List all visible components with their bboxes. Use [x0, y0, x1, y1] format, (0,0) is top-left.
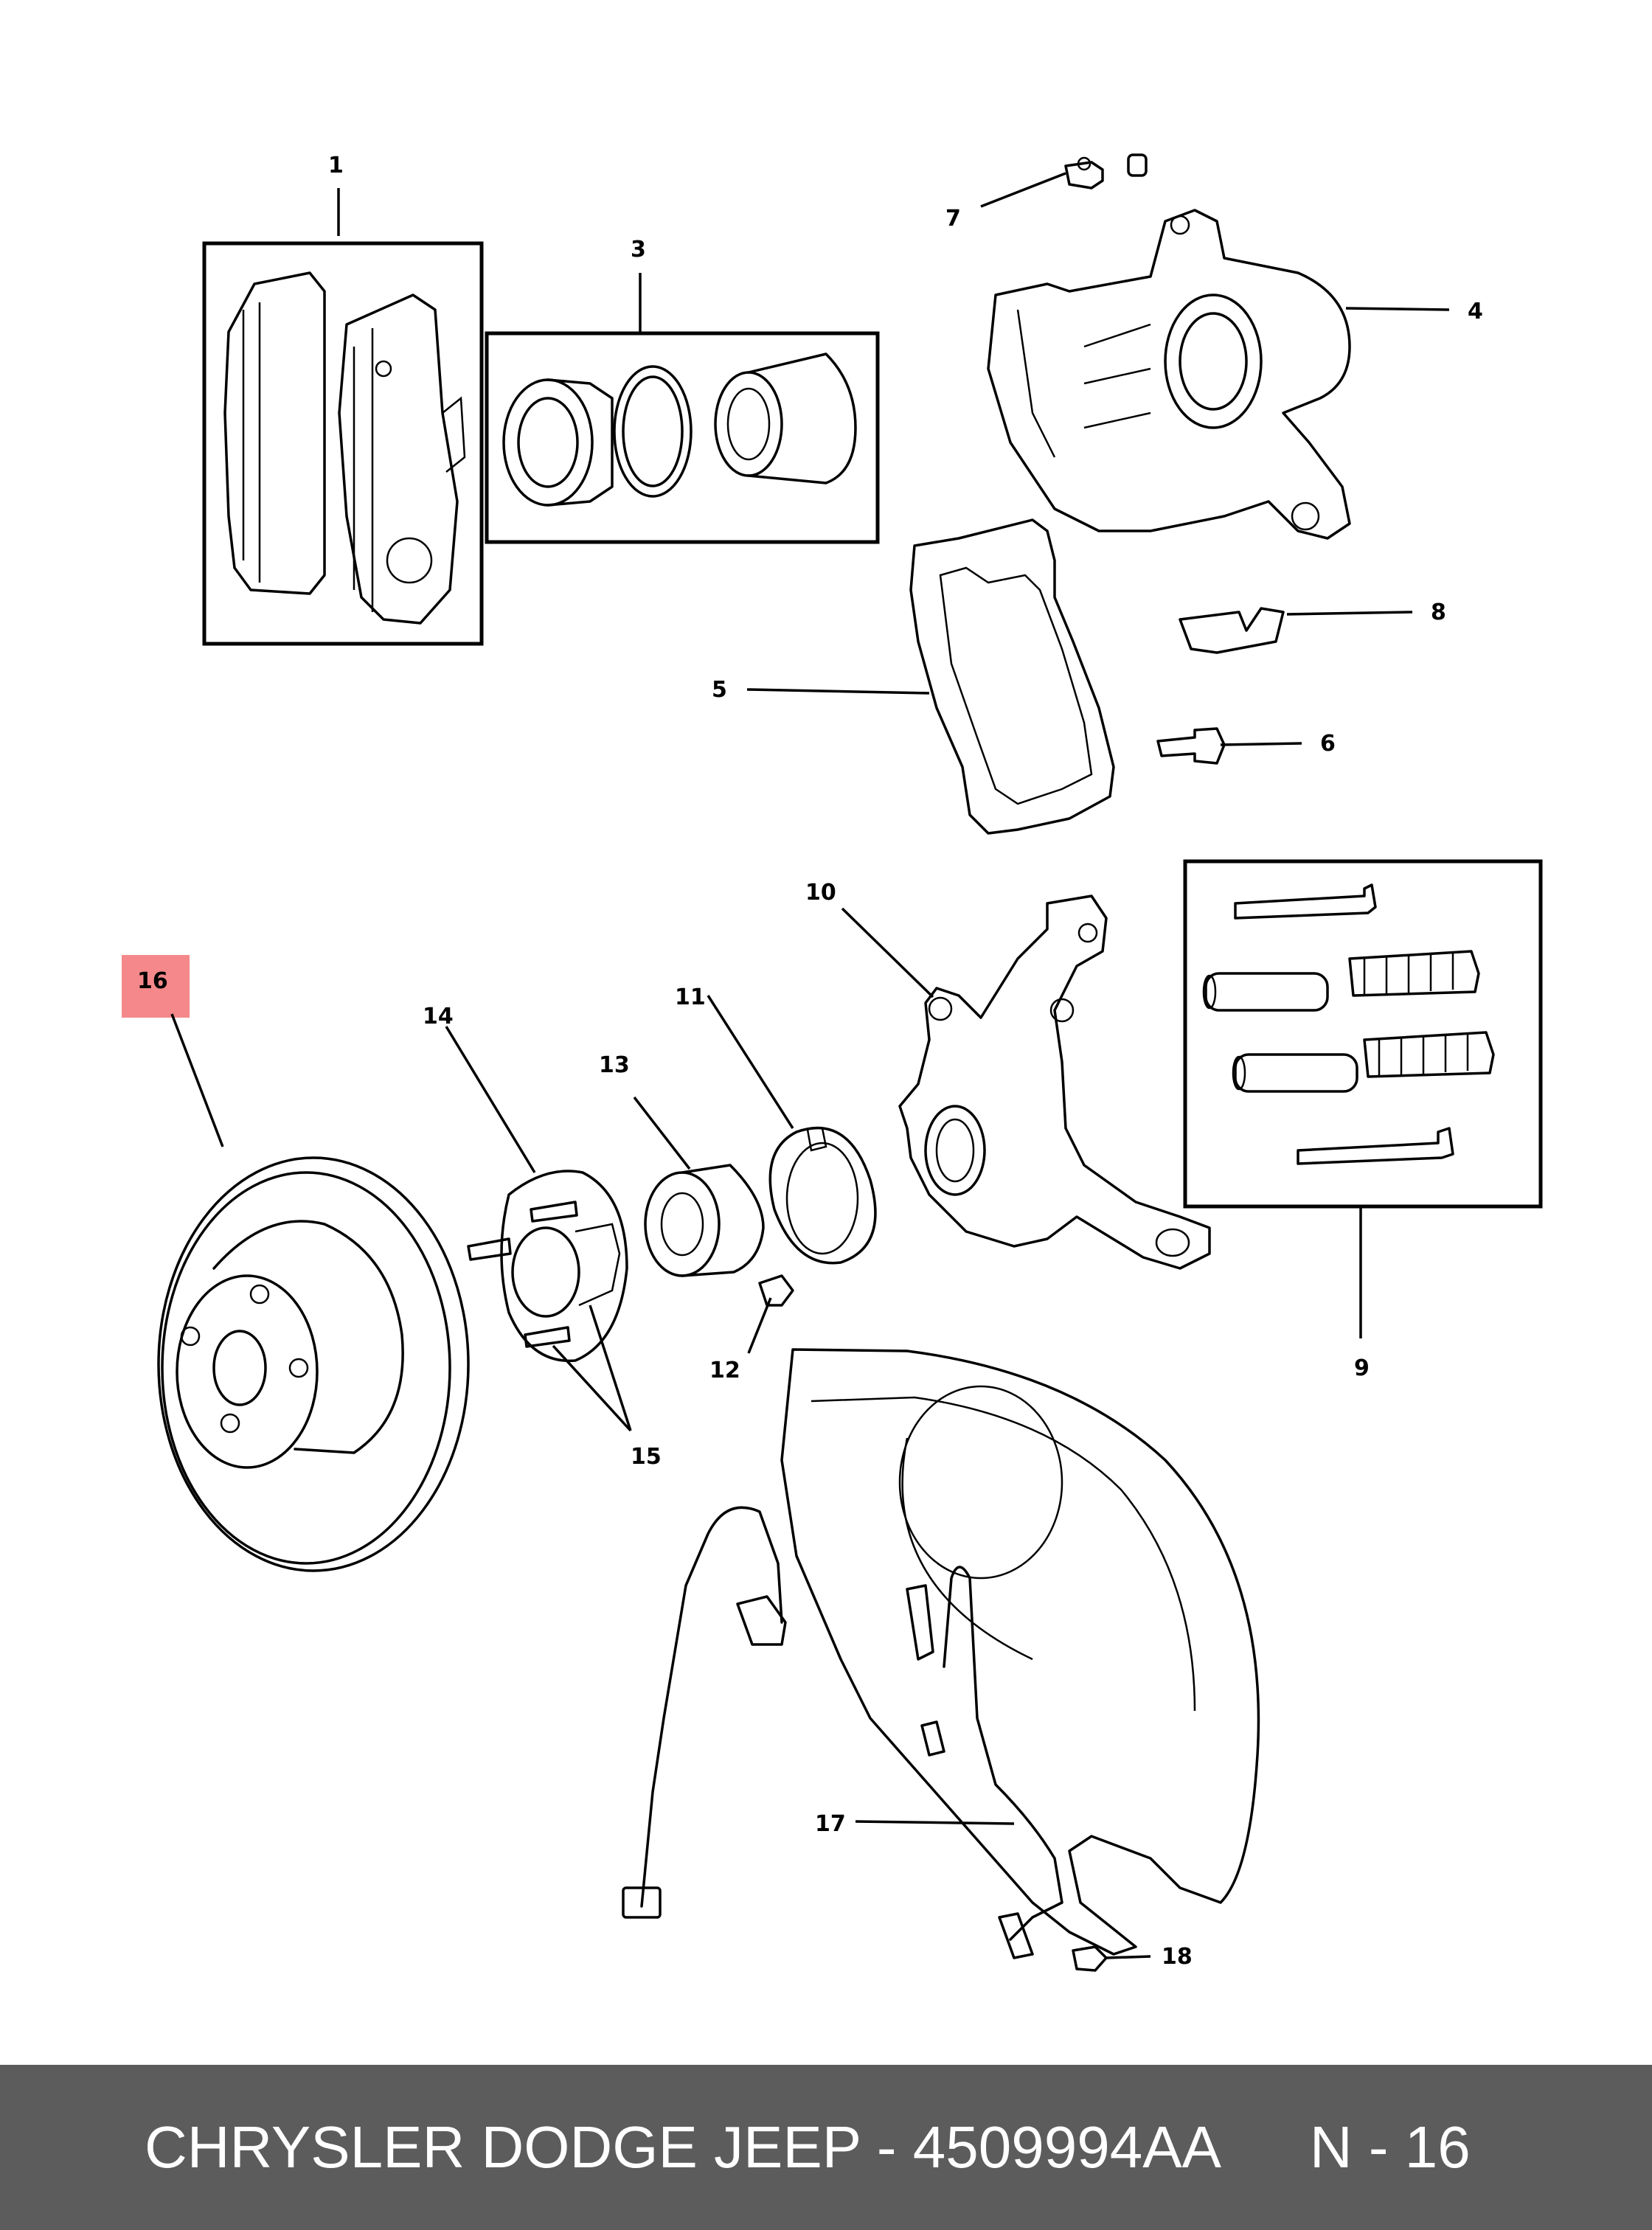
wheel-hub: [445, 1026, 628, 1363]
callout-16: 16: [137, 968, 168, 994]
callout-6: 6: [1320, 731, 1336, 757]
callout-14: 14: [423, 1004, 454, 1029]
callout-8: 8: [1431, 600, 1446, 625]
callout-11: 11: [675, 984, 706, 1010]
callout-7: 7: [945, 206, 961, 232]
caliper: [987, 209, 1450, 540]
sensor-bolt: [747, 1274, 794, 1354]
anti-rattle-clip: [1179, 607, 1413, 654]
callout-13: 13: [599, 1052, 630, 1078]
brake-pads-group: [202, 188, 484, 646]
adapter-bolt: [1156, 727, 1302, 765]
shield-bolt: [1072, 1945, 1151, 1972]
piston-seal-group: [485, 273, 880, 544]
callout-4: 4: [1468, 299, 1483, 324]
wheel-bearing: [633, 1096, 765, 1277]
footer-callout-code: N - 16: [1309, 2114, 1471, 2180]
callout-9: 9: [1354, 1355, 1370, 1381]
callout-12: 12: [709, 1358, 740, 1383]
callout-3: 3: [631, 237, 646, 263]
highlight-marker: [122, 955, 190, 1018]
guide-pins-group: [1183, 859, 1543, 1338]
wheel-studs: [552, 1305, 632, 1432]
footer-bar: CHRYSLER DODGE JEEP - 4509994AA N - 16: [0, 2065, 1652, 2230]
bleeder-screw: [980, 153, 1148, 208]
callout-5: 5: [712, 677, 727, 703]
callout-10: 10: [805, 880, 836, 906]
brake-rotor: [122, 955, 470, 1572]
guide-pins-box: [1183, 859, 1543, 1209]
callout-1: 1: [328, 153, 344, 178]
parts-diagram: 1 3 4 5 6 7 8 9 10 11 12 13 14 15 16 17 …: [122, 153, 1543, 1972]
brake-pads-box: [202, 241, 484, 646]
caliper-adapter: [746, 518, 1115, 835]
callout-18: 18: [1162, 1944, 1193, 1970]
splash-shield-sensor: [622, 1348, 1260, 1959]
hub-shield: [707, 995, 877, 1265]
steering-knuckle: [841, 895, 1211, 1270]
callout-17: 17: [815, 1811, 846, 1837]
piston-seal-box: [485, 331, 880, 544]
callout-15: 15: [631, 1444, 662, 1470]
footer-part-text: CHRYSLER DODGE JEEP - 4509994AA: [145, 2114, 1221, 2180]
